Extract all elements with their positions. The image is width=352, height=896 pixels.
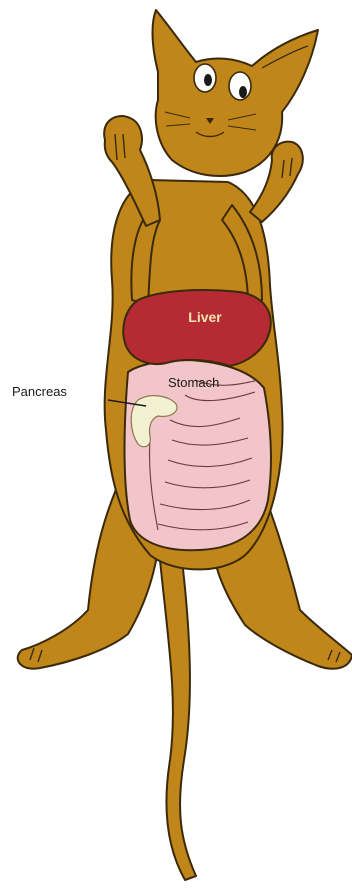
label-pancreas: Pancreas xyxy=(12,384,67,399)
left-pupil xyxy=(204,74,212,86)
liver xyxy=(123,290,270,366)
tail xyxy=(160,560,196,880)
label-liver: Liver xyxy=(188,309,222,325)
right-pupil xyxy=(239,86,247,98)
label-stomach: Stomach xyxy=(168,375,219,390)
